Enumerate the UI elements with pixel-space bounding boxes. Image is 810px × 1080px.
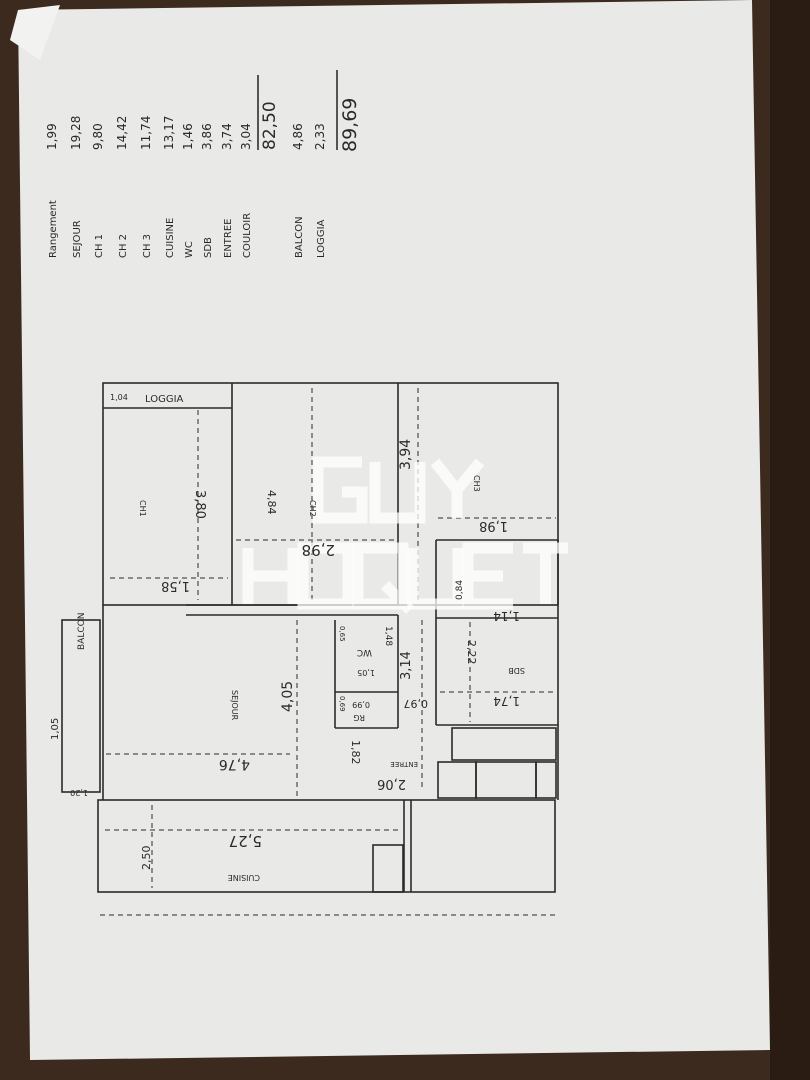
- room-label-ch3: CH3: [472, 475, 481, 492]
- dim-ch1-width: 1,58: [161, 578, 190, 593]
- summary-value: 19,28: [69, 116, 83, 150]
- hatched-duct: [535, 761, 557, 799]
- room-label-ch2: CH2: [308, 500, 317, 517]
- summary-label: CUISINE: [165, 218, 176, 258]
- dim-ch2-width: 2,98: [302, 541, 335, 559]
- cupboard: [372, 844, 404, 893]
- dim-sdb-length: 2,22: [465, 640, 478, 665]
- watermark-letter: [297, 542, 354, 610]
- hatched-duct: [451, 727, 557, 761]
- dim-couloir-b: 1,14: [493, 609, 520, 623]
- summary-label: COULOIR: [242, 213, 253, 258]
- summary-value: 3,04: [239, 123, 253, 150]
- dim-ch3-width: 1,98: [479, 518, 508, 533]
- dim-sejour-length: 4,05: [280, 681, 296, 712]
- summary-value: 3,86: [200, 123, 214, 150]
- total-value: 89,69: [339, 98, 361, 152]
- subtotal-value: 82,50: [260, 101, 280, 150]
- dim-couloir-width: 0,97: [404, 697, 429, 710]
- dim-couloir-length: 3,14: [399, 651, 414, 680]
- dim-loggia: 1,04: [110, 393, 128, 402]
- room-label-sejour: SEJOUR: [230, 690, 239, 721]
- balcon-label: BALCON: [294, 216, 305, 258]
- dim-rg-width: 0,99: [352, 700, 370, 709]
- dim-rg-depth: 0,69: [338, 696, 346, 712]
- paper-fold: [10, 5, 60, 60]
- dim-couloir-a: 0,84: [455, 580, 465, 600]
- loggia-label: LOGGIA: [316, 219, 327, 258]
- summary-value: 13,17: [162, 116, 176, 150]
- summary-label: SEJOUR: [72, 220, 83, 258]
- dim-ch3-length: 3,94: [398, 439, 414, 470]
- watermark-letter: [242, 548, 299, 604]
- paper-sheet: [18, 0, 770, 1060]
- dim-ch1-length: 3,80: [192, 490, 207, 519]
- room-label-loggia: LOGGIA: [145, 394, 184, 405]
- summary-label: WC: [184, 241, 195, 258]
- dim-entree-width: 1,82: [349, 740, 362, 765]
- summary-label: CH 3: [142, 234, 153, 258]
- watermark-letter: [462, 542, 513, 610]
- dim-cuisine-length: 5,27: [229, 832, 262, 850]
- dim-balcon-length: 1,05: [50, 718, 61, 740]
- balcon-value: 4,86: [291, 123, 305, 150]
- dim-wc-length: 1,48: [383, 626, 393, 646]
- balcon-outline: [61, 619, 101, 793]
- summary-value: 1,46: [181, 123, 195, 150]
- summary-value: 9,80: [91, 123, 105, 150]
- dim-cuisine-width: 2,50: [140, 846, 153, 871]
- summary-value: 11,74: [139, 116, 153, 150]
- summary-value: 3,74: [220, 123, 234, 150]
- watermark-letter: [407, 548, 464, 610]
- summary-label: CH 2: [118, 234, 129, 258]
- table-edge: [770, 0, 810, 1080]
- room-label-ch1: CH1: [138, 500, 147, 517]
- watermark-letter: [369, 462, 426, 524]
- room-label-sdb: SDB: [508, 666, 525, 675]
- watermark-logo: [242, 456, 568, 614]
- dim-balcon-width: 1,20: [70, 788, 88, 797]
- watermark-letter: [523, 542, 568, 604]
- watermark-letter: [312, 456, 368, 524]
- summary-value: 1,99: [45, 123, 59, 150]
- dim-wc-extra: 0,65: [338, 626, 346, 642]
- watermark-letter: [352, 542, 414, 614]
- room-label-wc: WC: [357, 647, 372, 657]
- dim-entree-length: 2,06: [377, 776, 406, 791]
- summary-label: CH 1: [94, 234, 105, 258]
- summary-label: Rangement: [48, 200, 59, 258]
- summary-value: 14,42: [115, 116, 129, 150]
- dim-ch2-length: 4,84: [265, 490, 278, 515]
- summary-label: SDB: [203, 237, 214, 258]
- loggia-value: 2,33: [313, 123, 327, 150]
- dim-sdb-width: 1,74: [493, 694, 520, 708]
- room-label-rg: RG: [353, 713, 365, 722]
- dim-sejour-width: 4,76: [219, 756, 250, 772]
- room-label-cuisine: CUISINE: [228, 873, 260, 882]
- plan-labels: LOGGIA 1,04 CH1 3,80 1,58 CH2 4,84 2,98 …: [50, 393, 525, 882]
- room-label-entree: ENTREE: [390, 760, 418, 768]
- dim-wc-width: 1,05: [357, 668, 375, 677]
- room-label-balcon: BALCON: [77, 613, 87, 650]
- summary-label: ENTREE: [223, 219, 234, 259]
- watermark-letter: [430, 458, 485, 518]
- kitchen-block: [97, 799, 556, 893]
